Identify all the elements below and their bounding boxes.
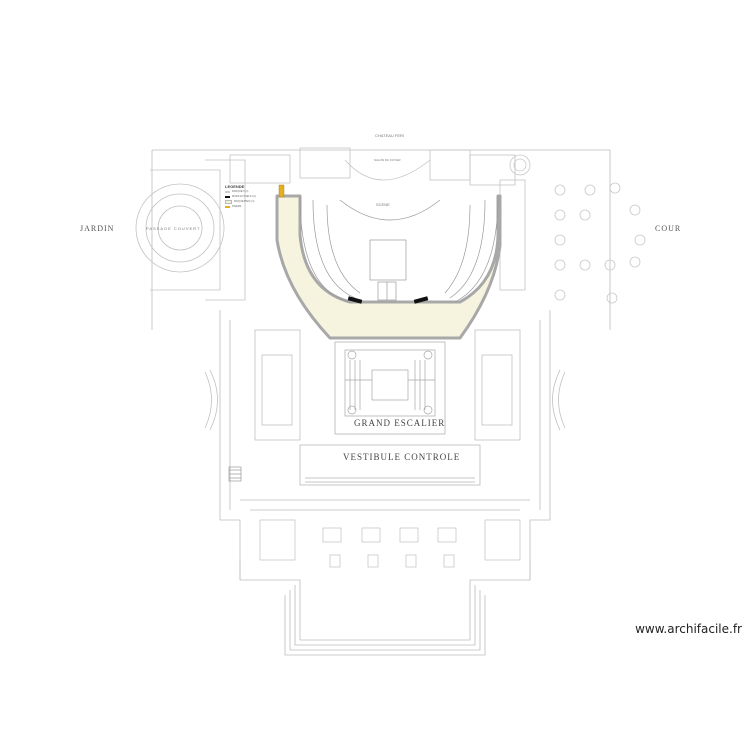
grand-escalier-label: GRAND ESCALIER [354,418,446,428]
vestibule [299,444,481,486]
grand-staircase [334,341,446,435]
jardin-label: JARDIN [80,224,115,233]
auditorium [299,195,499,303]
accent-patch [278,184,285,198]
cour-label: COUR [655,224,682,233]
legend-swatch-parquet [225,190,230,193]
legend-label: MURS ACTUELS (m) [232,195,256,198]
legend-swatch-moquettes [225,199,232,204]
wall-marks [347,296,429,304]
colonnade [259,519,521,568]
legend-swatch-divers [225,205,230,208]
top-label: CHATEAU FERI [375,133,405,138]
legend-title: LEGENDE [225,184,245,189]
building-walls [151,149,611,656]
legend-item: PARQUET (m) [225,189,277,194]
highlighted-zone [275,194,502,340]
legend-swatch-murs [225,195,230,198]
court-columns [509,154,646,304]
legend-label: PARQUET (m) [232,190,249,193]
legend-item: MOQUETTES (m) [225,199,277,204]
passage-label: PASSAGE COUVERT [146,226,201,231]
vestibule-label: VESTIBULE CONTROLE [343,452,461,462]
watermark: www.archifacile.fr [635,622,742,636]
legend: LEGENDE PARQUET (m) MURS ACTUELS (m) MOQ… [225,184,277,218]
legend-item: DIVERS [225,204,277,209]
service-stair [228,466,242,482]
stage-label: SCENE [376,202,390,207]
legend-item: MURS ACTUELS (m) [225,194,277,199]
left-rotunda [135,159,246,301]
legend-label: DIVERS [232,205,242,208]
side-galleries [204,329,566,441]
foyer-label: SALON DU FOYER [374,158,401,162]
legend-label: MOQUETTES (m) [234,200,255,203]
